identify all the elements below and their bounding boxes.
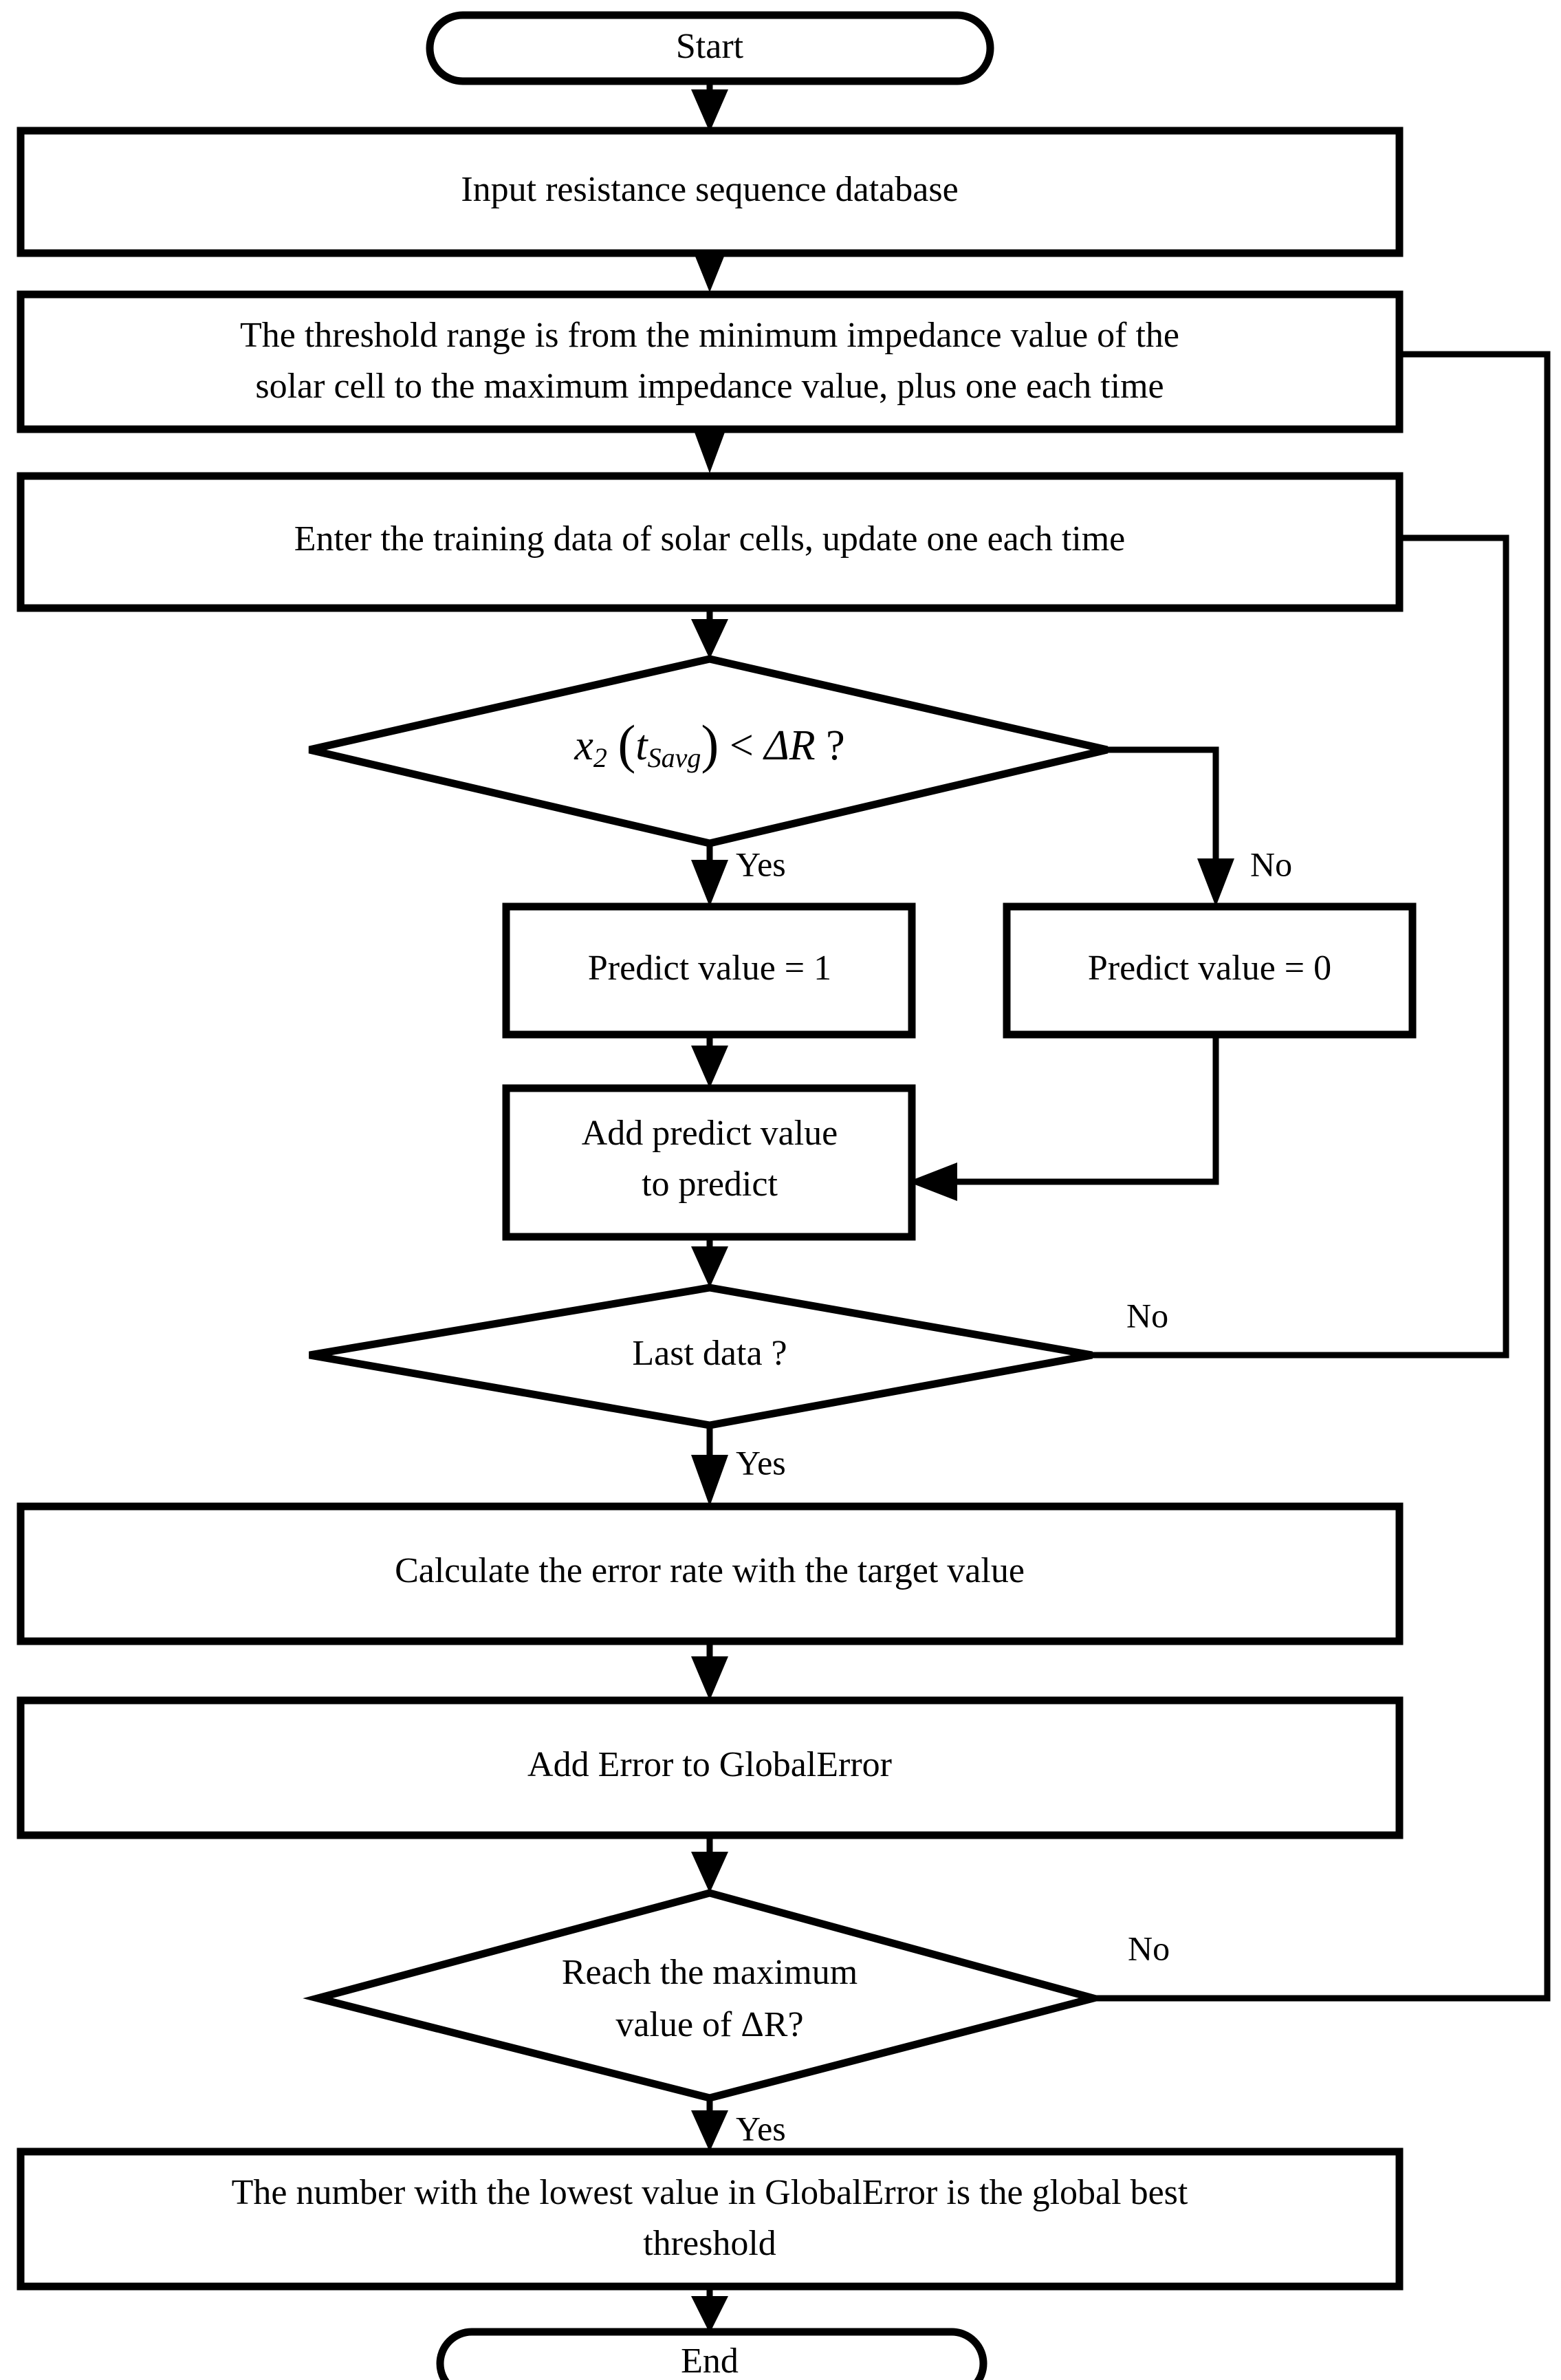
formula-paren-open: (	[618, 714, 635, 774]
node-threshold-range-line1: The threshold range is from the minimum …	[240, 316, 1179, 355]
node-compare-decision-formula: x2 (tSavg) < ΔR ?	[574, 714, 844, 774]
edge-label-lastdata-no: No	[1126, 1296, 1168, 1334]
node-predict-one-label: Predict value = 1	[588, 949, 831, 988]
edge-label-compare-yes: Yes	[736, 845, 786, 883]
edge-label-reachmax-yes: Yes	[736, 2109, 786, 2148]
node-lowest-value[interactable]: The number with the lowest value in Glob…	[17, 2148, 1404, 2291]
edge-compare-yes	[691, 843, 728, 907]
edge-adderror-to-reachmax	[691, 1838, 728, 1893]
edge-label-lastdata-yes: Yes	[736, 1443, 786, 1482]
formula-x: x	[574, 722, 593, 769]
node-predict-one[interactable]: Predict value = 1	[502, 902, 916, 1039]
node-calc-error-label: Calculate the error rate with the target…	[395, 1551, 1025, 1590]
node-add-error-label: Add Error to GlobalError	[527, 1745, 892, 1784]
edge-predict-one-to-add	[691, 1032, 728, 1088]
node-start-label: Start	[676, 27, 744, 66]
edge-enter-to-compare	[691, 605, 728, 659]
node-input-database-label: Input resistance sequence database	[461, 170, 958, 209]
edge-lastdata-yes	[691, 1425, 728, 1506]
node-reach-max-line2: value of ΔR?	[615, 2005, 803, 2044]
node-lowest-value-line2: threshold	[643, 2224, 776, 2263]
node-lowest-value-line1: The number with the lowest value in Glob…	[232, 2173, 1188, 2212]
formula-delta-r: ΔR	[762, 722, 815, 769]
node-end[interactable]: End	[436, 2328, 987, 2380]
formula-question: ?	[826, 722, 845, 769]
node-enter-training[interactable]: Enter the training data of solar cells, …	[17, 472, 1404, 612]
formula-t-sub: Savg	[648, 742, 701, 773]
edge-reachmax-yes	[691, 2098, 728, 2152]
formula-operator: <	[730, 722, 754, 769]
node-threshold-range[interactable]: The threshold range is from the minimum …	[17, 290, 1404, 433]
node-add-predict[interactable]: Add predict value to predict	[502, 1084, 916, 1241]
node-reach-max-line1: Reach the maximum	[562, 1953, 858, 1992]
edge-compare-no	[1107, 746, 1234, 907]
node-predict-zero-label: Predict value = 0	[1088, 949, 1331, 988]
node-predict-zero[interactable]: Predict value = 0	[1003, 902, 1417, 1039]
edge-label-compare-no: No	[1250, 845, 1292, 883]
node-compare-decision[interactable]: x2 (tSavg) < ΔR ?	[308, 655, 1109, 847]
edge-predict-zero-to-add	[908, 1032, 1219, 1201]
edge-calcerror-to-adderror	[691, 1644, 728, 1700]
node-reach-max[interactable]: Reach the maximum value of ΔR?	[303, 1889, 1109, 2102]
node-input-database[interactable]: Input resistance sequence database	[17, 127, 1404, 257]
formula-paren-close: )	[701, 714, 719, 774]
node-end-label: End	[681, 2341, 739, 2380]
node-enter-training-label: Enter the training data of solar cells, …	[294, 519, 1126, 559]
node-calc-error[interactable]: Calculate the error rate with the target…	[17, 1502, 1404, 1645]
node-add-error[interactable]: Add Error to GlobalError	[17, 1696, 1404, 1839]
node-threshold-range-line2: solar cell to the maximum impedance valu…	[255, 367, 1164, 406]
edge-lowest-to-end	[691, 2285, 728, 2333]
node-start[interactable]: Start	[426, 11, 994, 85]
node-last-data-label: Last data ?	[632, 1334, 787, 1373]
edge-label-reachmax-no: No	[1128, 1929, 1170, 1967]
node-last-data[interactable]: Last data ?	[309, 1284, 1093, 1429]
edge-add-to-lastdata	[691, 1238, 728, 1288]
formula-x-sub: 2	[593, 742, 607, 773]
edge-start-to-input	[691, 80, 728, 132]
formula-t: t	[635, 722, 648, 769]
node-add-predict-line1: Add predict value	[582, 1114, 838, 1153]
node-add-predict-line2: to predict	[642, 1165, 778, 1204]
